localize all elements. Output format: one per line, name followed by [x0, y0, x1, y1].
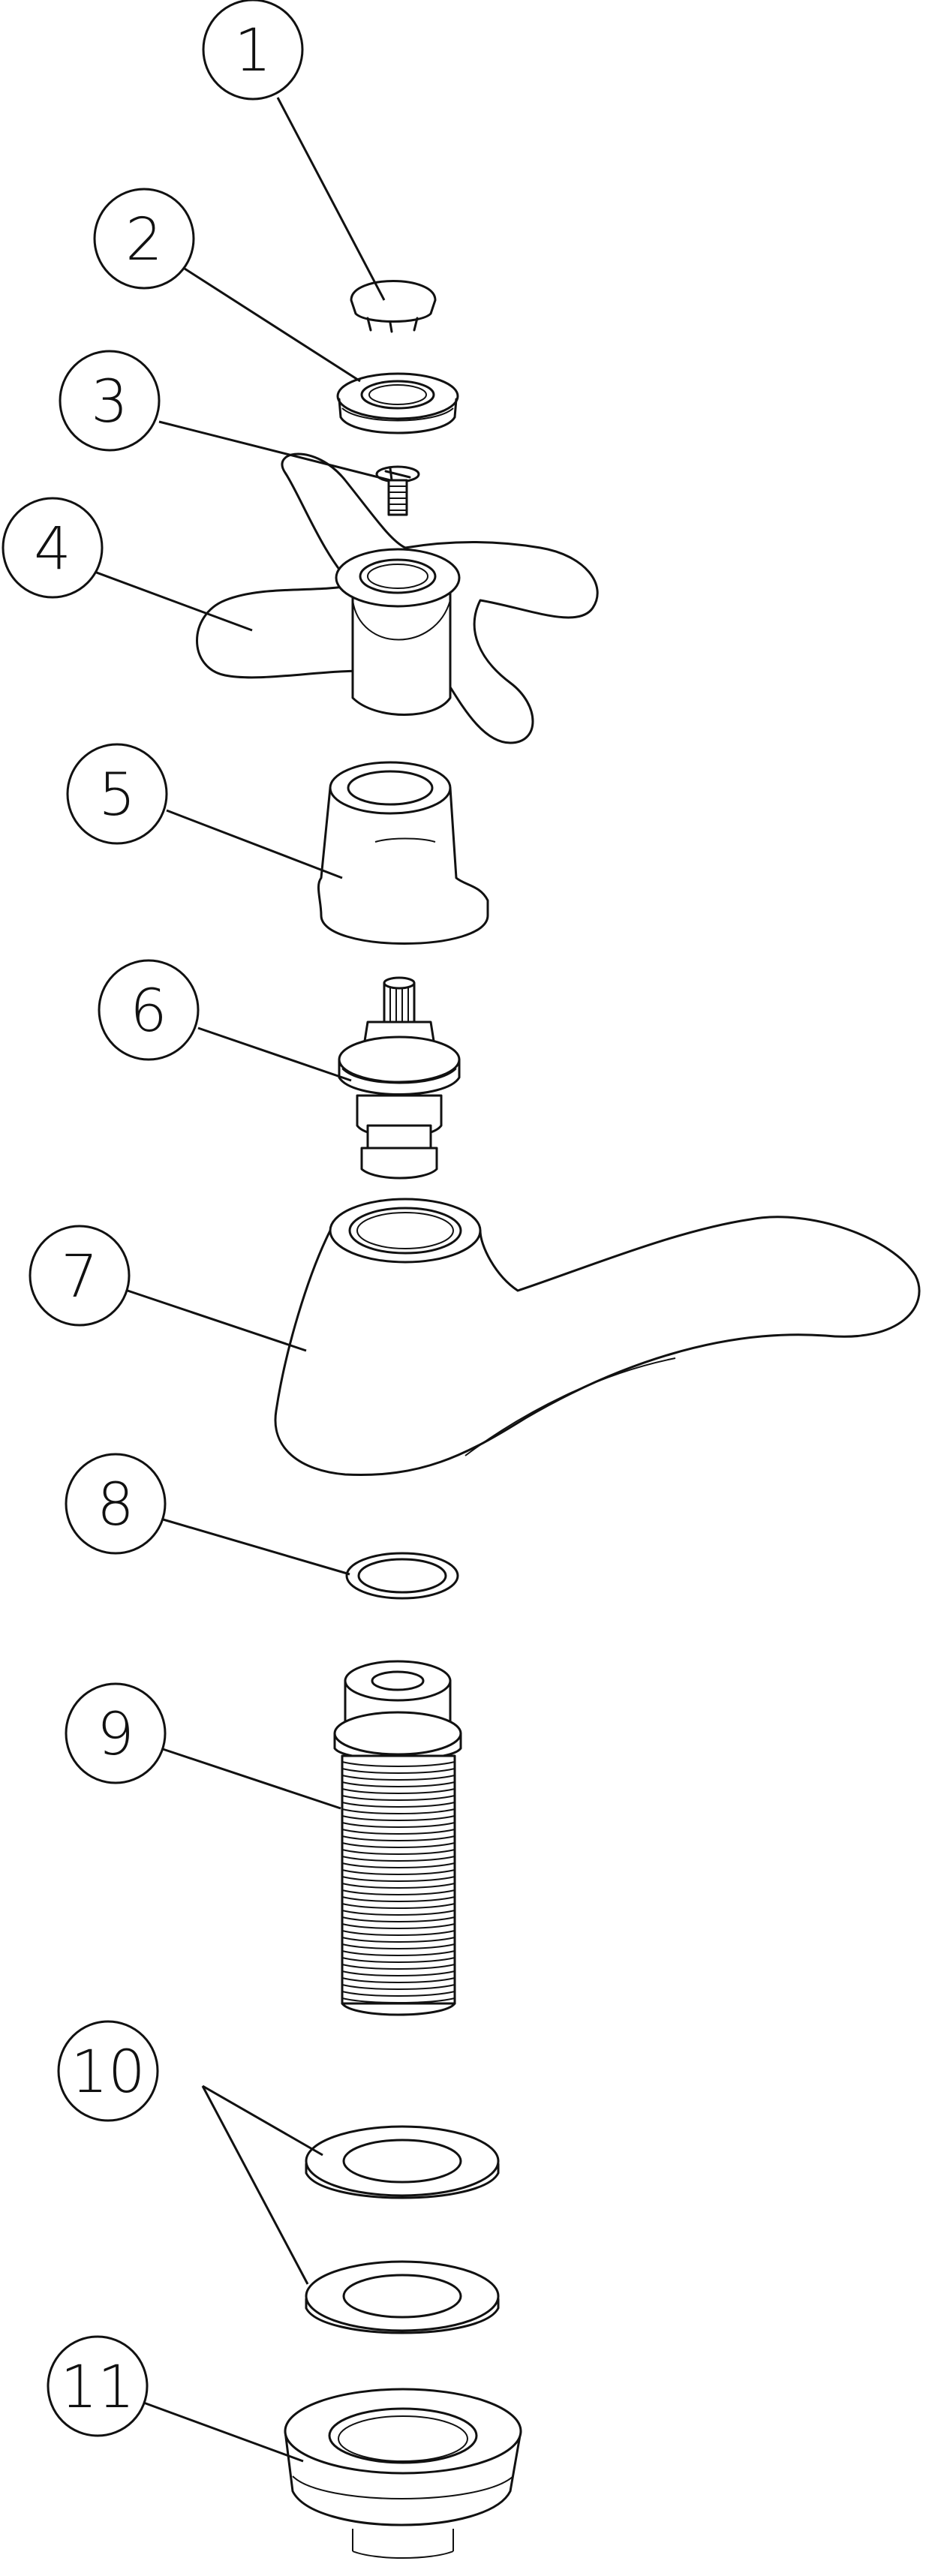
callout-11-label: 11 — [60, 2354, 134, 2421]
leader-1 — [276, 97, 386, 301]
callout-5-label: 5 — [98, 762, 136, 829]
part-7-tap-body — [274, 1198, 921, 1477]
part-2-shroud-ring — [336, 372, 459, 434]
callout-11: 11 — [47, 2335, 149, 2437]
leader-2 — [184, 267, 361, 383]
leader-lines — [94, 97, 391, 2463]
callout-8: 8 — [65, 1453, 167, 1555]
part-11-back-nut — [284, 2388, 522, 2559]
callout-1: 1 — [202, 0, 304, 101]
callout-9: 9 — [65, 1682, 167, 1784]
callout-10: 10 — [57, 2020, 159, 2122]
callout-3-label: 3 — [91, 368, 128, 436]
leader-3 — [158, 420, 391, 482]
part-5-shroud — [317, 761, 489, 945]
callout-2: 2 — [93, 188, 195, 290]
callout-7: 7 — [29, 1225, 131, 1327]
callout-7-label: 7 — [61, 1243, 98, 1311]
leader-6 — [197, 1026, 352, 1082]
callout-4: 4 — [2, 497, 104, 599]
part-9-threaded-tail — [333, 1660, 462, 2016]
leader-11 — [139, 2400, 304, 2463]
leader-8 — [160, 1517, 350, 1576]
leader-9 — [160, 1747, 341, 1810]
callout-2-label: 2 — [125, 206, 163, 274]
part-8-washer — [345, 1552, 459, 1600]
leader-5 — [166, 809, 343, 879]
callout-3: 3 — [59, 350, 161, 452]
part-3-screw — [375, 465, 420, 516]
callout-9-label: 9 — [97, 1701, 134, 1769]
leader-4 — [94, 570, 253, 632]
leader-7 — [127, 1289, 307, 1352]
part-4-cross-handle — [196, 452, 599, 744]
callout-8-label: 8 — [97, 1471, 134, 1539]
leader-10b — [201, 2085, 309, 2285]
leader-10a — [202, 2085, 323, 2157]
callout-4-label: 4 — [34, 516, 71, 583]
callout-6-label: 6 — [130, 978, 167, 1045]
part-1-index-cap — [350, 280, 437, 333]
callout-6: 6 — [98, 959, 200, 1061]
callout-5: 5 — [66, 743, 168, 845]
part-6-headwork — [338, 976, 461, 1180]
callout-10-label: 10 — [71, 2039, 145, 2106]
callout-1-label: 1 — [234, 17, 272, 85]
part-10-washers — [305, 2125, 500, 2334]
